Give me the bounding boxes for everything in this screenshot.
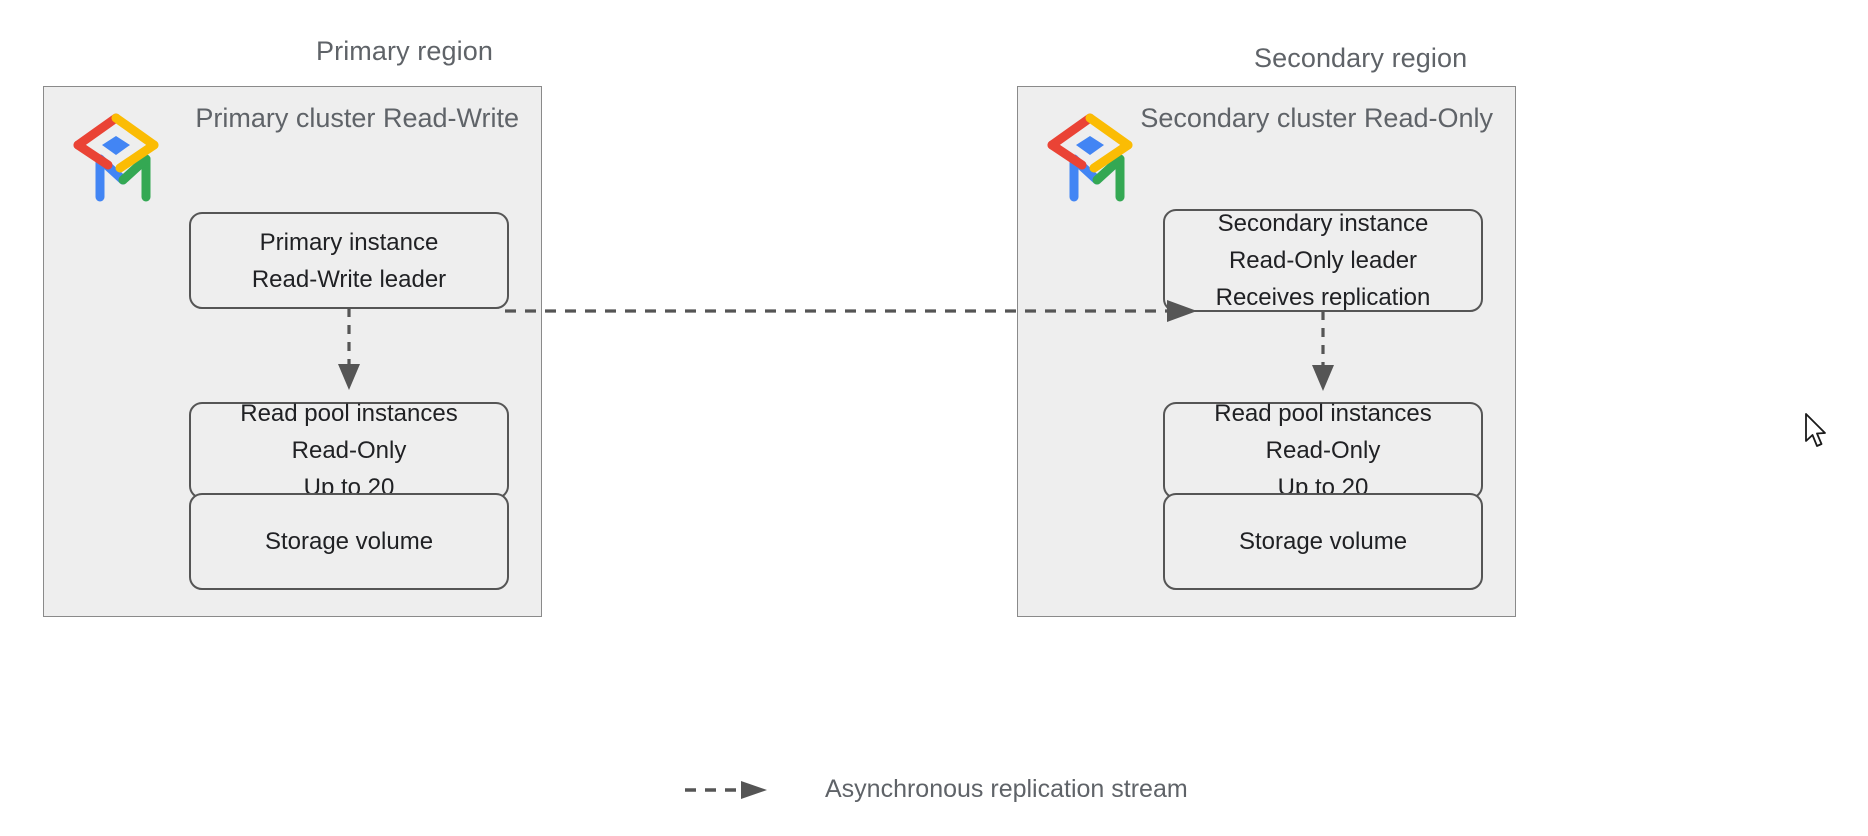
legend: Asynchronous replication stream xyxy=(683,775,1188,804)
cluster-primary[interactable]: Primary cluster Read-Write Primary insta… xyxy=(43,86,542,617)
node-secondary-instance-line-2: Receives replication xyxy=(1215,284,1431,311)
node-read-pool-instances[interactable]: Read pool instances Read-Only Up to 20 xyxy=(189,400,509,501)
node-read-pool-line-1: Read-Only xyxy=(291,437,407,464)
node-primary-instance[interactable]: Primary instance Read-Write leader xyxy=(189,212,509,309)
cluster-secondary[interactable]: Secondary cluster Read-Only Secondary in… xyxy=(1017,86,1516,617)
cluster-secondary-title-line2: Read-Only xyxy=(1363,103,1493,133)
cluster-primary-title: Primary cluster Read-Write xyxy=(195,101,519,136)
node-primary-instance-line-0: Primary instance xyxy=(259,228,439,256)
connector-cross-region-replication-arrow xyxy=(505,300,1197,322)
node-primary-instance-line-1: Read-Write leader xyxy=(251,265,447,293)
region-label-secondary: Secondary region xyxy=(1254,43,1468,73)
node-read-pool-line-0: Read pool instances xyxy=(240,400,458,427)
cluster-primary-title-line1: Primary cluster xyxy=(195,103,376,133)
node-secondary-instance-line-0: Secondary instance xyxy=(1217,210,1429,237)
alloydb-logo-icon xyxy=(1047,113,1133,202)
node-read-pool-instances[interactable]: Read pool instances Read-Only Up to 20 xyxy=(1163,400,1483,501)
cluster-primary-title-line2: Read-Write xyxy=(382,103,519,133)
node-storage-volume-line-0: Storage volume xyxy=(1238,528,1408,555)
region-label-primary: Primary region xyxy=(316,36,493,66)
mouse-cursor-icon xyxy=(1805,413,1826,447)
node-read-pool-line-0: Read pool instances xyxy=(1214,400,1432,427)
cluster-secondary-title: Secondary cluster Read-Only xyxy=(1140,101,1493,136)
legend-label: Asynchronous replication stream xyxy=(825,775,1188,803)
legend-dashed-arrow-icon xyxy=(685,780,767,799)
node-storage-volume[interactable]: Storage volume xyxy=(189,493,509,590)
node-read-pool-line-1: Read-Only xyxy=(1265,437,1381,464)
alloydb-logo-icon xyxy=(73,113,159,202)
node-storage-volume-line-0: Storage volume xyxy=(264,528,434,555)
node-secondary-instance[interactable]: Secondary instance Read-Only leader Rece… xyxy=(1163,209,1483,312)
node-secondary-instance-line-1: Read-Only leader xyxy=(1228,247,1418,274)
connector-primary-to-readpool-arrow xyxy=(338,308,360,390)
cluster-secondary-title-line1: Secondary cluster xyxy=(1140,103,1357,133)
node-storage-volume[interactable]: Storage volume xyxy=(1163,493,1483,590)
connector-secondary-to-readpool-arrow xyxy=(1312,311,1334,391)
